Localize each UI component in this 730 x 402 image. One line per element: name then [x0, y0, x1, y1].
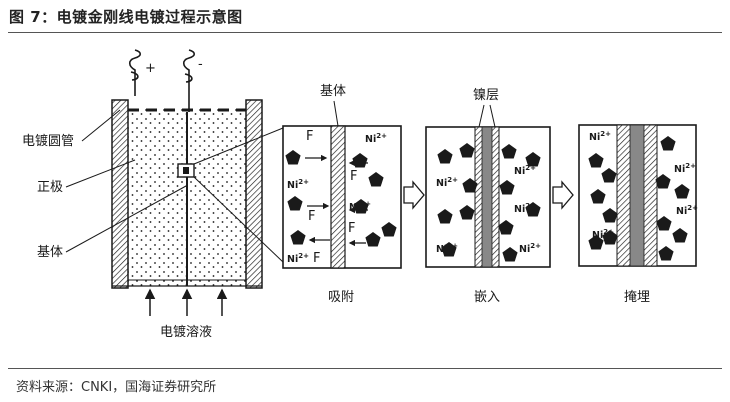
stage-label-embedding: 嵌入: [474, 290, 500, 305]
nickel-layer-strip: [629, 124, 645, 267]
source-note: 资料来源：CNKI，国海证券研究所: [16, 380, 217, 395]
nickel-ion-label: Ni2+: [349, 200, 371, 213]
force-label: F: [350, 169, 357, 184]
top-rule: [8, 32, 722, 33]
nickel-ion-label: Ni2+: [514, 164, 536, 177]
bottom-rule: [8, 368, 722, 369]
nickel-ion-label: Ni2+: [519, 242, 541, 255]
force-label: F: [313, 251, 320, 266]
minus-sign: -: [198, 57, 203, 72]
tube-wall-left: [111, 99, 129, 289]
nickel-ion-label: Ni2+: [365, 132, 387, 145]
force-label: F: [306, 129, 313, 144]
nickel-layer-strip: [481, 126, 493, 268]
label-plating-tube: 电镀圆管: [22, 133, 74, 149]
anode-electrode: [128, 49, 142, 96]
panel-burying: Ni2+ Ni2+ Ni2+ Ni2+: [578, 124, 698, 267]
label-substrate-left: 基体: [37, 245, 63, 260]
nickel-ion-label: Ni2+: [674, 162, 696, 175]
stage-label-adsorption: 吸附: [328, 290, 354, 305]
nickel-ion-label: Ni2+: [676, 204, 698, 217]
nickel-ion-label: Ni2+: [589, 130, 611, 143]
label-nickel-layer: 镍层: [473, 88, 499, 103]
force-label: F: [348, 221, 355, 236]
plus-sign: +: [145, 61, 156, 76]
label-plating-solution: 电镀溶液: [160, 324, 212, 340]
figure-title: 图 7：电镀金刚线电镀过程示意图: [9, 8, 243, 26]
substrate-strip: [330, 125, 346, 269]
stage-label-burying: 掩埋: [624, 290, 650, 305]
panel-adsorption: F F F F F Ni2+ Ni2+ Ni2+ Ni2+: [282, 125, 402, 269]
solution-inflow-arrows: [144, 288, 228, 316]
label-anode: 正极: [37, 180, 63, 195]
process-arrow-2: [552, 180, 574, 210]
nickel-ion-label: Ni2+: [592, 228, 614, 241]
nickel-ion-label: Ni2+: [287, 178, 309, 191]
nickel-ion-label: Ni2+: [436, 242, 458, 255]
label-substrate-top: 基体: [320, 84, 346, 99]
nickel-ion-label: Ni2+: [436, 176, 458, 189]
tube-wall-right: [245, 99, 263, 289]
cathode-wire: [182, 49, 196, 286]
force-label: F: [308, 209, 315, 224]
nickel-ion-label: Ni2+: [514, 202, 536, 215]
panel-embedding: Ni2+ Ni2+ Ni2+ Ni2+ Ni2+: [425, 126, 551, 268]
nickel-ion-label: Ni2+: [287, 252, 309, 265]
process-arrow-1: [403, 180, 425, 210]
